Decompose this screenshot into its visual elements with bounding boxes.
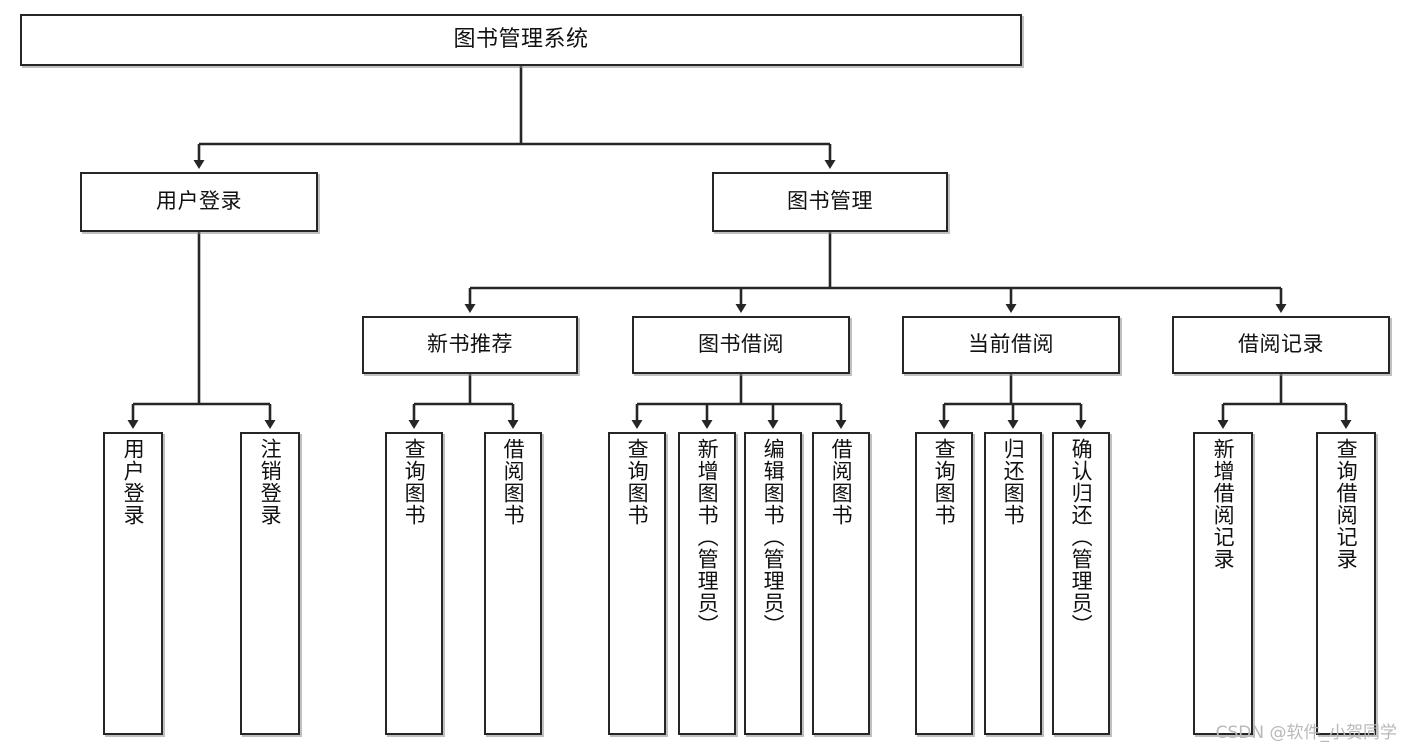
node-leaf-query-book-bb-label: 查询图书: [625, 438, 650, 526]
node-leaf-borrow-book-rec[interactable]: 借阅图书: [484, 432, 542, 735]
node-borrow-record-label: 借阅记录: [1238, 332, 1324, 357]
node-leaf-borrow-book-bb[interactable]: 借阅图书: [812, 432, 870, 735]
node-leaf-edit-book-label: 编辑图书（管理员）: [761, 438, 786, 636]
node-leaf-return-book-label: 归还图书: [1001, 438, 1026, 526]
node-new-book-rec-label: 新书推荐: [427, 332, 513, 357]
node-leaf-confirm-return[interactable]: 确认归还（管理员）: [1052, 432, 1110, 735]
node-leaf-add-book[interactable]: 新增图书（管理员）: [678, 432, 736, 735]
node-leaf-query-book-rec-label: 查询图书: [402, 438, 427, 526]
node-user-login[interactable]: 用户登录: [80, 172, 318, 232]
node-leaf-query-book-cb-label: 查询图书: [932, 438, 957, 526]
node-leaf-add-record[interactable]: 新增借阅记录: [1193, 432, 1253, 735]
node-root-label: 图书管理系统: [453, 26, 589, 52]
node-leaf-edit-book[interactable]: 编辑图书（管理员）: [744, 432, 802, 735]
node-user-login-label: 用户登录: [156, 189, 242, 214]
node-leaf-user-login-label: 用户登录: [121, 438, 146, 526]
node-borrow-record[interactable]: 借阅记录: [1172, 316, 1390, 374]
node-new-book-rec[interactable]: 新书推荐: [362, 316, 578, 374]
node-leaf-borrow-book-rec-label: 借阅图书: [501, 438, 526, 526]
watermark-text: CSDN @软件_小贺同学: [1215, 723, 1397, 743]
node-leaf-logout-label: 注销登录: [258, 438, 283, 526]
node-leaf-user-login[interactable]: 用户登录: [103, 432, 163, 735]
node-current-borrow-label: 当前借阅: [968, 332, 1054, 357]
node-leaf-logout[interactable]: 注销登录: [240, 432, 300, 735]
node-leaf-return-book[interactable]: 归还图书: [984, 432, 1042, 735]
node-leaf-query-record[interactable]: 查询借阅记录: [1316, 432, 1376, 735]
node-root[interactable]: 图书管理系统: [20, 14, 1022, 66]
node-leaf-query-book-cb[interactable]: 查询图书: [915, 432, 973, 735]
node-book-borrow-label: 图书借阅: [698, 332, 784, 357]
node-leaf-add-record-label: 新增借阅记录: [1211, 438, 1236, 570]
node-book-borrow[interactable]: 图书借阅: [632, 316, 850, 374]
node-leaf-confirm-return-label: 确认归还（管理员）: [1069, 438, 1094, 636]
node-current-borrow[interactable]: 当前借阅: [902, 316, 1120, 374]
node-leaf-query-record-label: 查询借阅记录: [1334, 438, 1359, 570]
node-leaf-query-book-rec[interactable]: 查询图书: [385, 432, 443, 735]
node-book-manage[interactable]: 图书管理: [712, 172, 948, 232]
node-leaf-add-book-label: 新增图书（管理员）: [695, 438, 720, 636]
node-leaf-borrow-book-bb-label: 借阅图书: [829, 438, 854, 526]
node-book-manage-label: 图书管理: [787, 189, 873, 214]
node-leaf-query-book-bb[interactable]: 查询图书: [608, 432, 666, 735]
